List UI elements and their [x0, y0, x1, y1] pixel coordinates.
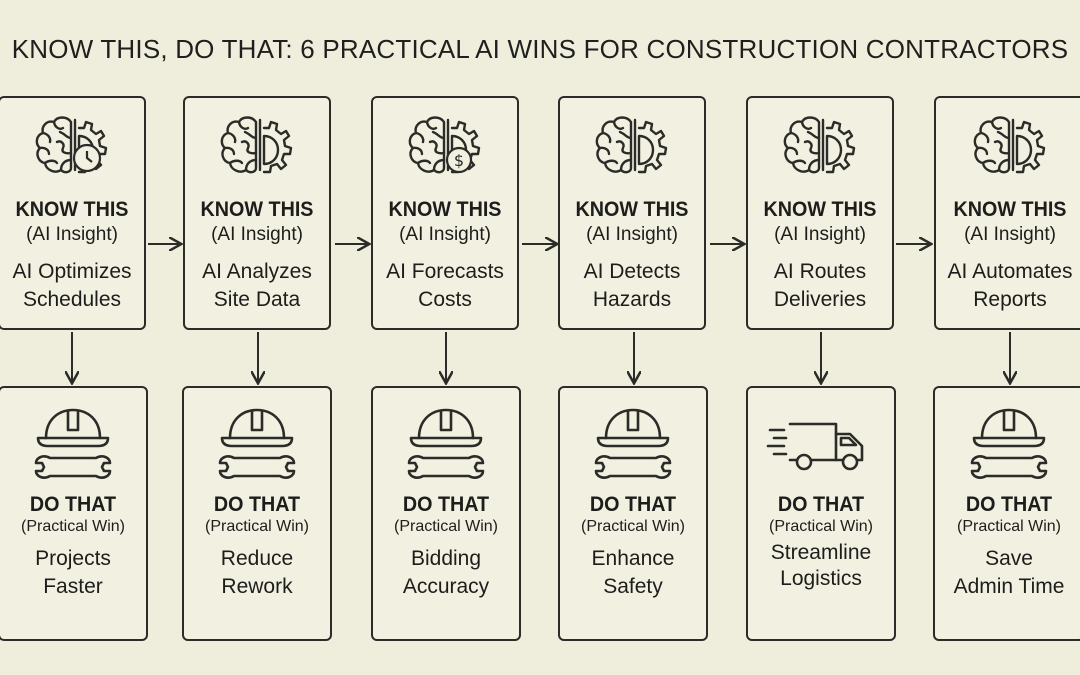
brain-gear-icon — [936, 112, 1080, 184]
hardhat-wrench-icon — [935, 400, 1080, 482]
page-title: KNOW THIS, DO THAT: 6 PRACTICAL AI WINS … — [11, 34, 1069, 64]
do-heading: DO THAT — [589, 493, 677, 516]
hardhat-wrench-icon — [0, 400, 146, 482]
brain-gear-clock-icon — [0, 112, 144, 184]
delivery-truck-icon — [748, 400, 894, 482]
know-heading: KNOW THIS — [15, 198, 129, 221]
do-heading: DO THAT — [965, 493, 1053, 516]
do-heading: DO THAT — [29, 493, 117, 516]
hardhat-wrench-icon — [373, 400, 519, 482]
brain-gear-dollar-icon: $ — [373, 112, 517, 184]
know-heading: KNOW THIS — [388, 198, 502, 221]
do-sub: (Practical Win) — [204, 518, 309, 535]
know-heading: KNOW THIS — [953, 198, 1067, 221]
do-sub: (Practical Win) — [393, 518, 498, 535]
brain-gear-icon — [560, 112, 704, 184]
do-sub: (Practical Win) — [956, 518, 1061, 535]
do-sub: (Practical Win) — [580, 518, 685, 535]
know-sub: (AI Insight) — [26, 224, 118, 245]
know-heading: KNOW THIS — [200, 198, 314, 221]
know-sub: (AI Insight) — [586, 224, 678, 245]
hardhat-wrench-icon — [560, 400, 706, 482]
hardhat-wrench-icon — [184, 400, 330, 482]
do-heading: DO THAT — [777, 493, 865, 516]
know-sub: (AI Insight) — [211, 224, 303, 245]
do-heading: DO THAT — [402, 493, 490, 516]
know-sub: (AI Insight) — [399, 224, 491, 245]
brain-gear-icon — [748, 112, 892, 184]
brain-gear-icon — [185, 112, 329, 184]
know-sub: (AI Insight) — [774, 224, 866, 245]
know-heading: KNOW THIS — [575, 198, 689, 221]
know-heading: KNOW THIS — [763, 198, 877, 221]
know-sub: (AI Insight) — [964, 224, 1056, 245]
do-sub: (Practical Win) — [768, 518, 873, 535]
svg-text:$: $ — [454, 151, 464, 170]
do-heading: DO THAT — [213, 493, 301, 516]
do-sub: (Practical Win) — [20, 518, 125, 535]
